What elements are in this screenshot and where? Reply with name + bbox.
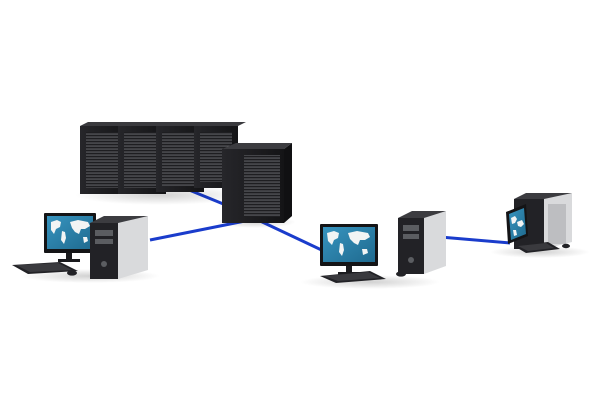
tower-top bbox=[222, 143, 292, 149]
pc-tower-left bbox=[90, 216, 148, 279]
keyboard-left bbox=[12, 262, 78, 274]
world-map-right bbox=[511, 216, 524, 236]
keyboard-center bbox=[320, 271, 386, 283]
tower-side bbox=[284, 143, 292, 223]
central-server-tower bbox=[216, 143, 296, 228]
monitor-center bbox=[320, 224, 378, 275]
tower-vents bbox=[244, 155, 280, 217]
monitor-right bbox=[506, 204, 528, 244]
mouse-right bbox=[562, 243, 570, 249]
keyboard-right bbox=[514, 242, 560, 253]
server-rack-group bbox=[75, 122, 246, 205]
world-map-center bbox=[327, 231, 370, 256]
world-map-left bbox=[51, 220, 90, 244]
mouse-left bbox=[67, 270, 77, 276]
cable-center-to-right-pc bbox=[439, 235, 511, 245]
monitor-left bbox=[44, 213, 96, 262]
workstation-left bbox=[12, 213, 160, 283]
workstation-right bbox=[490, 193, 590, 258]
workstation-center bbox=[300, 211, 446, 289]
pc-tower-center bbox=[398, 211, 446, 274]
